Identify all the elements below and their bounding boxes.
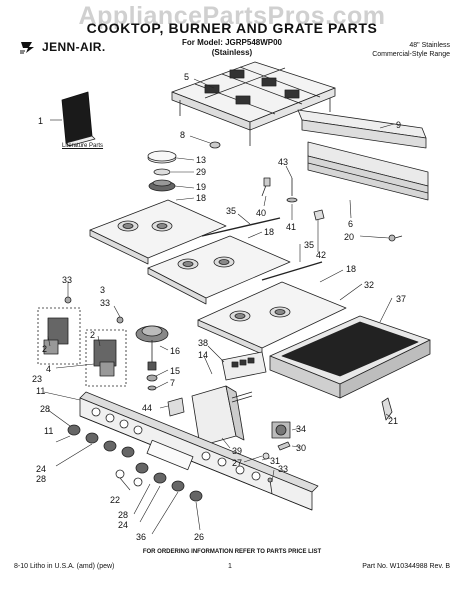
callout-32: 32 xyxy=(364,280,374,290)
igniter-electrode xyxy=(261,177,271,197)
callout-42: 42 xyxy=(316,250,326,260)
callout-13: 13 xyxy=(196,155,206,165)
literature-parts-label: Literature Parts xyxy=(62,143,104,149)
burner-box-seal xyxy=(201,217,281,237)
brand-logo-icon xyxy=(20,42,34,54)
callout-36: 36 xyxy=(136,532,146,542)
callout-35: 35 xyxy=(226,206,236,216)
ordering-note: FOR ORDERING INFORMATION REFER TO PARTS … xyxy=(142,549,322,555)
callout-44: 44 xyxy=(142,403,152,413)
callout-2: 2 xyxy=(42,344,47,354)
model-number: For Model: JGRP548WP00 xyxy=(181,38,283,47)
callout-23: 23 xyxy=(32,374,42,384)
callout-24: 24 xyxy=(118,520,128,530)
callout-38: 38 xyxy=(198,338,208,348)
rear-rail xyxy=(307,141,429,201)
callout-leaders xyxy=(43,78,395,535)
burner-valve xyxy=(135,325,169,391)
callout-37: 37 xyxy=(396,294,406,304)
callout-28: 28 xyxy=(40,404,50,414)
callout-33: 33 xyxy=(62,275,72,285)
callout-34: 34 xyxy=(296,424,306,434)
callout-11: 11 xyxy=(36,386,45,396)
callout-8: 8 xyxy=(180,130,185,140)
callout-18: 18 xyxy=(264,227,274,237)
callout-33: 33 xyxy=(100,298,110,308)
callout-40: 40 xyxy=(256,208,266,218)
control-knobs xyxy=(67,424,203,502)
valve-switch-assembly xyxy=(37,296,81,365)
callout-14: 14 xyxy=(198,350,208,360)
page-number: 1 xyxy=(228,563,232,570)
callout-7: 7 xyxy=(170,378,175,388)
burner-grate xyxy=(171,61,336,146)
callout-28: 28 xyxy=(36,474,46,484)
display-panel xyxy=(221,351,267,381)
burner-box-right xyxy=(197,281,347,355)
callout-20: 20 xyxy=(344,232,354,242)
side-bracket xyxy=(381,397,393,421)
callout-24: 24 xyxy=(36,464,46,474)
callout-30: 30 xyxy=(296,443,306,453)
callout-21: 21 xyxy=(388,416,398,426)
callout-2: 2 xyxy=(90,330,95,340)
screw xyxy=(388,234,403,242)
burner-box-seal xyxy=(261,261,323,281)
callout-18: 18 xyxy=(346,264,356,274)
knob-bezels xyxy=(91,407,261,481)
callout-18: 18 xyxy=(196,193,206,203)
grate-foot xyxy=(209,141,221,149)
callout-29: 29 xyxy=(196,167,206,177)
callout-6: 6 xyxy=(348,219,353,229)
brand-name: JENN-AIR. xyxy=(42,40,106,54)
callout-43: 43 xyxy=(278,157,288,167)
callout-27: 27 xyxy=(232,458,242,468)
callout-33: 33 xyxy=(278,464,288,474)
spark-module xyxy=(271,421,291,439)
knob-rings xyxy=(115,469,143,487)
callout-5: 5 xyxy=(184,72,189,82)
callout-26: 26 xyxy=(194,532,204,542)
igniter-bracket xyxy=(286,178,298,203)
callout-35: 35 xyxy=(304,240,314,250)
clip xyxy=(277,441,291,451)
range-description-line1: 48" Stainless xyxy=(409,42,450,49)
callout-22: 22 xyxy=(110,495,120,505)
callout-15: 15 xyxy=(170,366,180,376)
range-description-line2: Commercial-Style Range xyxy=(372,51,450,58)
back-trim-panel xyxy=(297,109,427,149)
mounting-clip xyxy=(313,209,325,221)
burner-cap xyxy=(147,150,177,164)
model-variant: (Stainless) xyxy=(211,48,253,57)
callout-19: 19 xyxy=(196,182,206,192)
part-number: Part No. W10344988 Rev. B xyxy=(362,563,450,570)
print-info: 8-10 Litho in U.S.A. (amd) (pew) xyxy=(14,563,115,570)
control-module xyxy=(191,385,253,447)
burner-box-left xyxy=(89,199,227,265)
burner-box-middle xyxy=(147,235,291,305)
callout-numbers: 1 5 8 9 13 29 19 18 43 40 41 35 18 6 20 … xyxy=(32,72,406,542)
valve-switch-assembly xyxy=(85,316,127,387)
burner-head xyxy=(153,168,171,176)
literature-booklet xyxy=(61,91,96,147)
mounting-bracket xyxy=(167,397,185,417)
callout-9: 9 xyxy=(396,120,401,130)
callout-4: 4 xyxy=(46,364,51,374)
watermark: AppliancePartsPros.com xyxy=(78,2,386,30)
page-title: COOKTOP, BURNER AND GRATE PARTS xyxy=(86,20,378,36)
callout-16: 16 xyxy=(170,346,180,356)
retainer xyxy=(262,452,270,460)
callout-1: 1 xyxy=(38,116,43,126)
screw xyxy=(267,477,273,495)
burner-base xyxy=(148,179,176,192)
callout-11: 11 xyxy=(44,426,53,436)
callout-41: 41 xyxy=(286,222,296,232)
callout-31: 31 xyxy=(270,456,280,466)
callout-39: 39 xyxy=(232,446,242,456)
griddle xyxy=(269,315,431,399)
callout-3: 3 xyxy=(100,285,105,295)
callout-28: 28 xyxy=(118,510,128,520)
